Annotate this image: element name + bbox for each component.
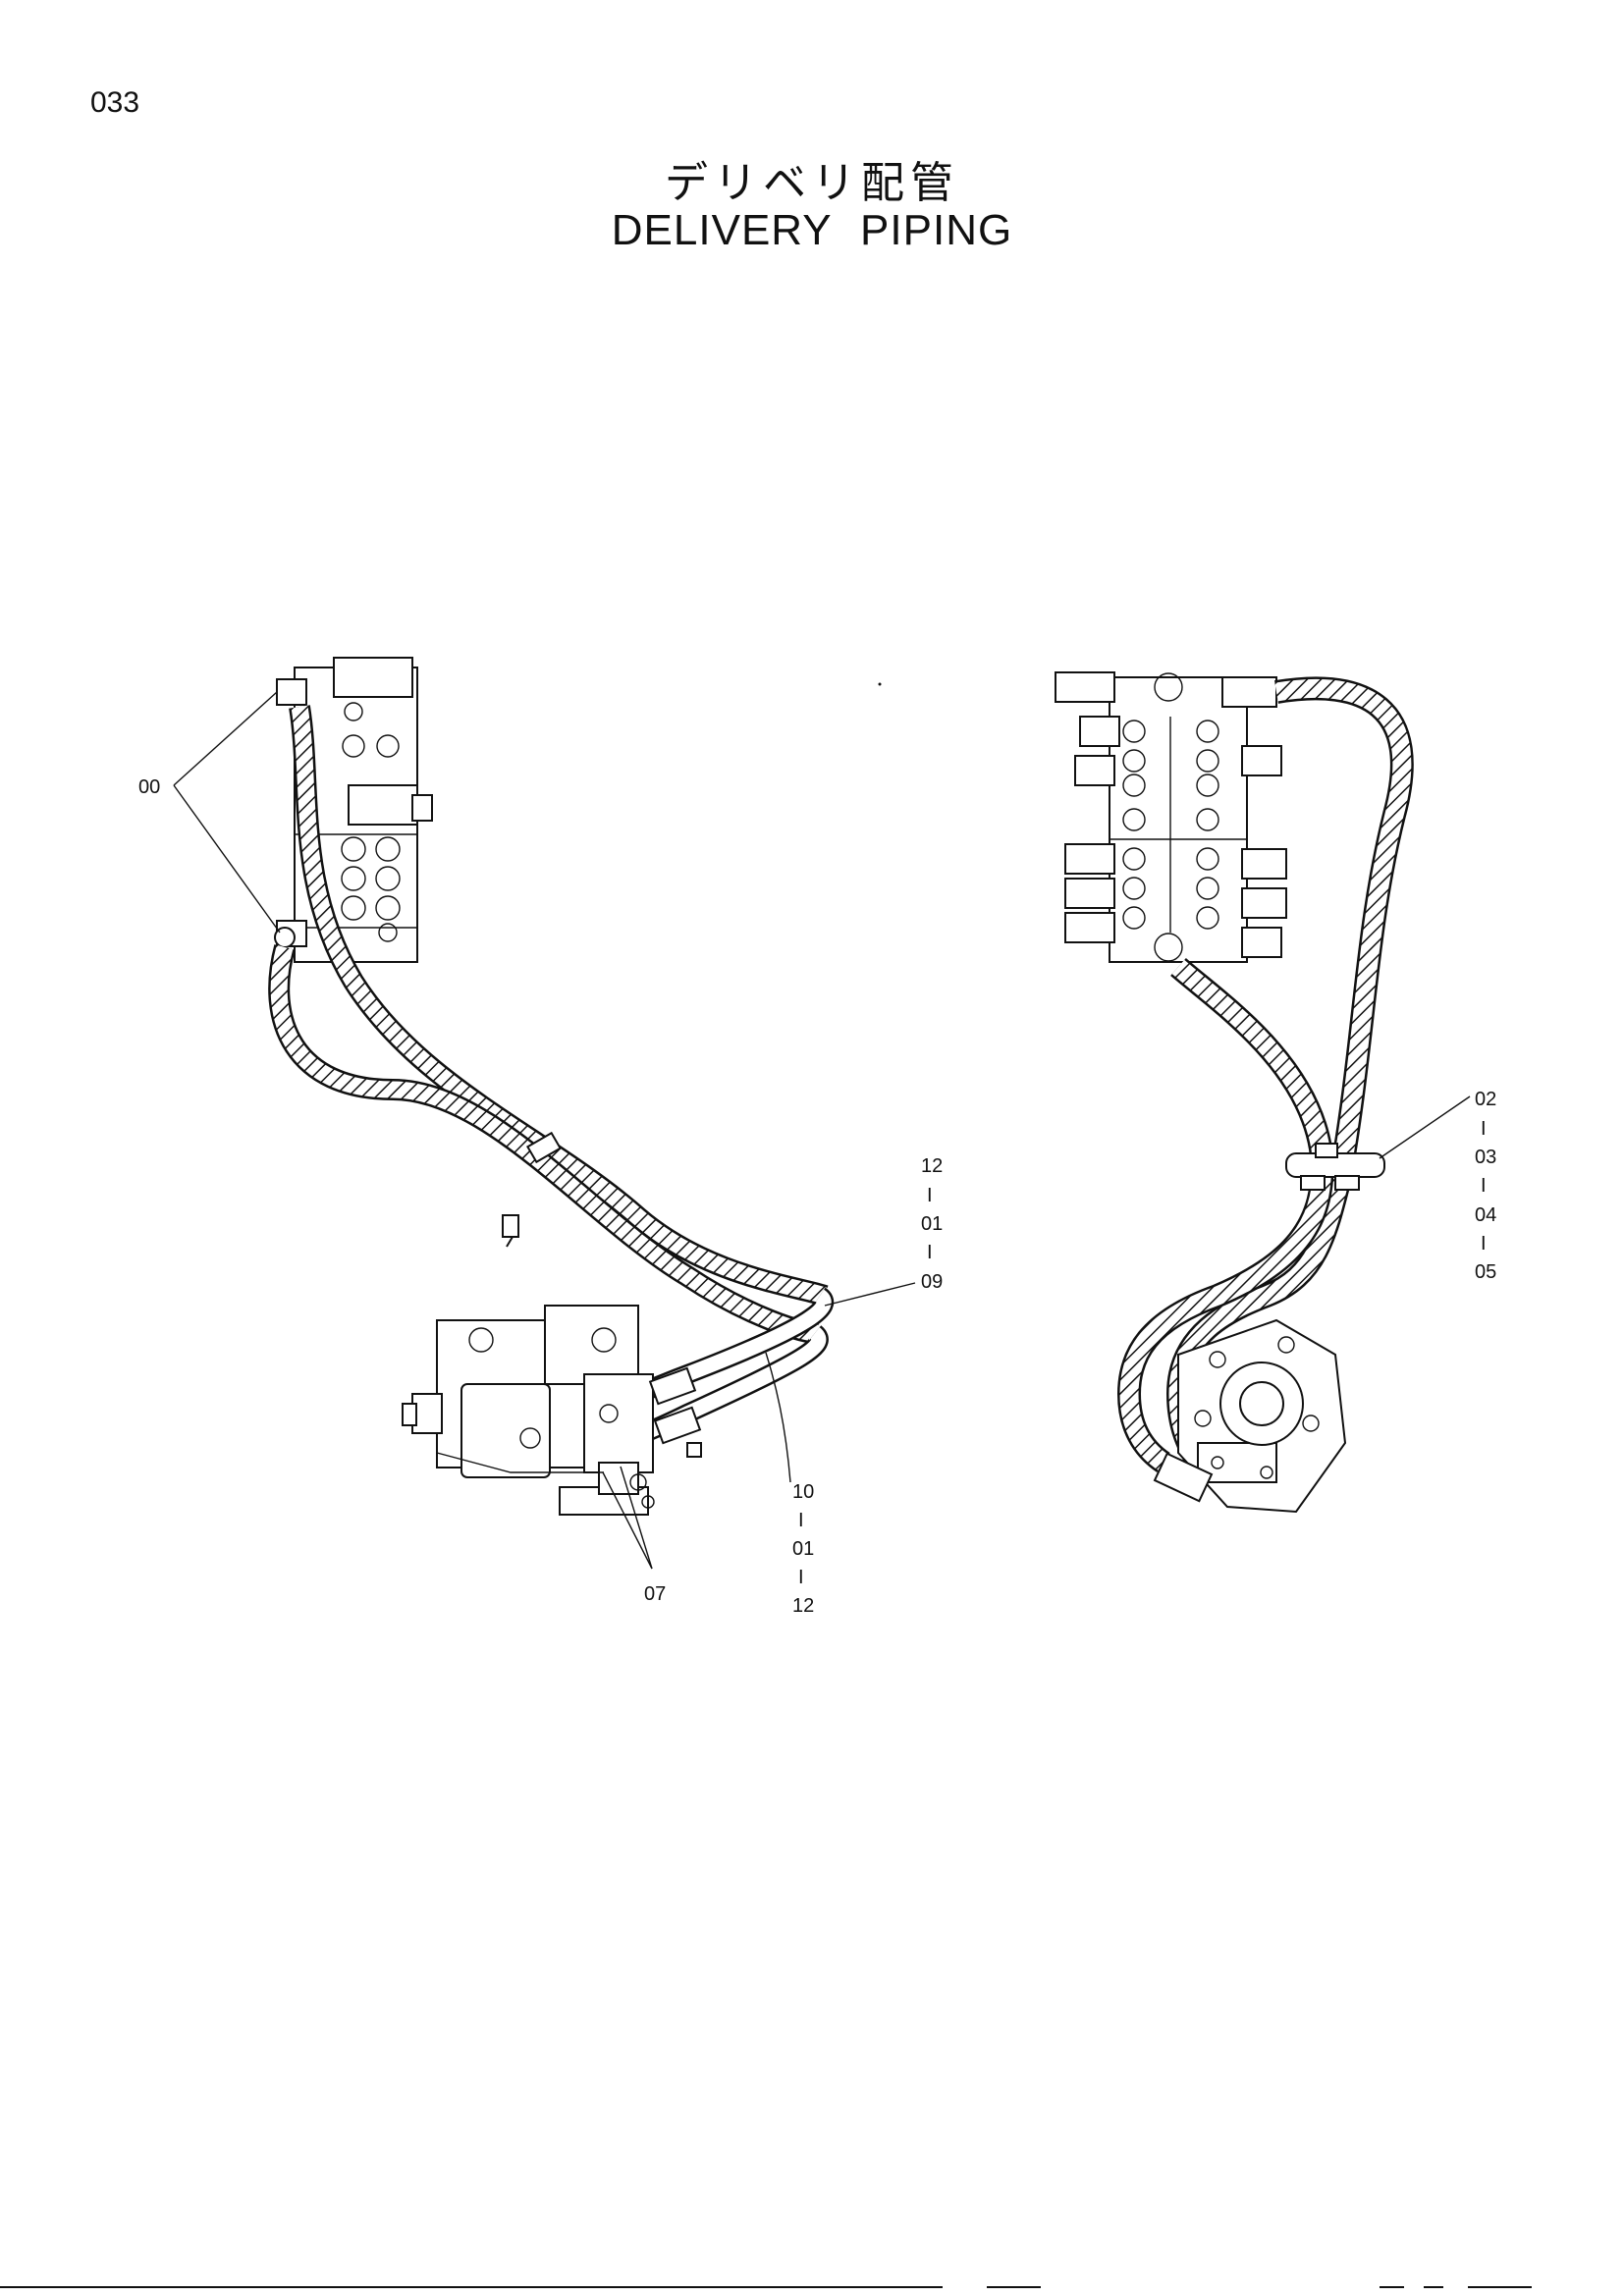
title-english: DELIVERY PIPING bbox=[611, 206, 1013, 254]
callout-stack-10-01-12: 10 I 01 I 12 bbox=[792, 1481, 814, 1617]
callout-label: 07 bbox=[644, 1583, 666, 1605]
callout-separator: I bbox=[927, 1242, 933, 1263]
callout-separator: I bbox=[798, 1567, 804, 1588]
callout-separator: I bbox=[798, 1510, 804, 1531]
callout-00: 00 bbox=[138, 776, 160, 798]
control-valve-right bbox=[1055, 671, 1287, 963]
callout-label: 05 bbox=[1475, 1261, 1496, 1283]
callout-separator: I bbox=[1481, 1175, 1487, 1197]
pump-right bbox=[1153, 1318, 1347, 1514]
pump-left bbox=[402, 1305, 702, 1516]
callout-label: 10 bbox=[792, 1481, 814, 1503]
hose-left-a bbox=[289, 705, 829, 1307]
pump-fitting-left bbox=[648, 1366, 702, 1458]
hose-left-b bbox=[268, 944, 822, 1345]
callout-label: 12 bbox=[921, 1155, 943, 1177]
title-japanese: デリベリ配管 bbox=[665, 158, 959, 208]
hose-right-b bbox=[1116, 957, 1334, 1472]
callout-label: 04 bbox=[1475, 1204, 1496, 1226]
callout-07: 07 bbox=[644, 1583, 666, 1605]
leader-line-right bbox=[1379, 1095, 1471, 1159]
leader-lines-left bbox=[173, 691, 916, 1570]
callout-stack-02-03-04-05: 02 I 03 I 04 I 05 bbox=[1475, 1089, 1496, 1283]
callout-stack-12-01-09: 12 I 01 I 09 bbox=[921, 1155, 943, 1293]
callout-label: 00 bbox=[138, 776, 160, 798]
callout-label: 01 bbox=[921, 1213, 943, 1235]
page-number: 033 bbox=[90, 86, 140, 119]
callout-separator: I bbox=[1481, 1233, 1487, 1255]
right-assembly bbox=[1055, 671, 1471, 1514]
callout-separator: I bbox=[927, 1185, 933, 1206]
callout-label: 02 bbox=[1475, 1089, 1496, 1110]
callout-separator: I bbox=[1481, 1118, 1487, 1140]
callout-label: 03 bbox=[1475, 1147, 1496, 1168]
callout-label: 09 bbox=[921, 1271, 943, 1293]
left-assembly bbox=[173, 657, 916, 1570]
callout-label: 12 bbox=[792, 1595, 814, 1617]
clamp-right bbox=[1285, 1143, 1385, 1191]
clamp-left bbox=[502, 1131, 562, 1248]
callout-label: 01 bbox=[792, 1538, 814, 1560]
